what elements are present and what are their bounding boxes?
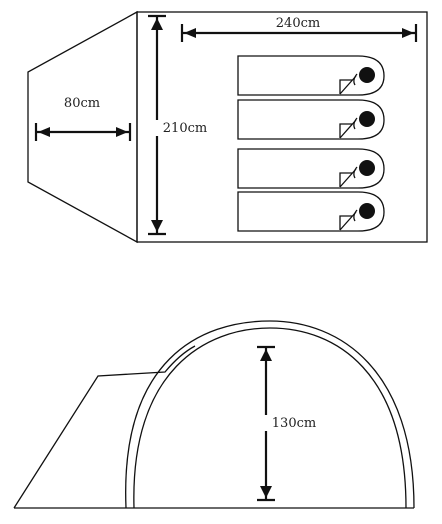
inner-dome-outline — [133, 327, 407, 509]
vestibule-side-outline — [13, 345, 196, 509]
outer-dome-outline — [125, 320, 415, 509]
plan-view: 240cm 210cm 80cm — [27, 10, 428, 244]
width-dimension: 240cm — [180, 15, 418, 42]
inner-tent-outline — [136, 11, 428, 243]
sleeping-bag — [237, 99, 385, 140]
height-dimension: 130cm — [257, 345, 322, 502]
width-label: 240cm — [276, 16, 320, 31]
depth-label: 210cm — [163, 121, 207, 136]
sleeping-bag — [237, 55, 385, 96]
sleeping-bag — [237, 191, 385, 232]
height-label: 130cm — [272, 416, 316, 431]
sleeping-bag — [237, 148, 385, 189]
vestibule-outline — [27, 10, 138, 244]
depth-dimension: 210cm — [148, 14, 213, 236]
vestibule-label: 80cm — [64, 96, 100, 111]
vestibule-dimension: 80cm — [34, 96, 132, 141]
side-view: 130cm — [13, 320, 415, 509]
sleeping-bags — [237, 55, 385, 232]
